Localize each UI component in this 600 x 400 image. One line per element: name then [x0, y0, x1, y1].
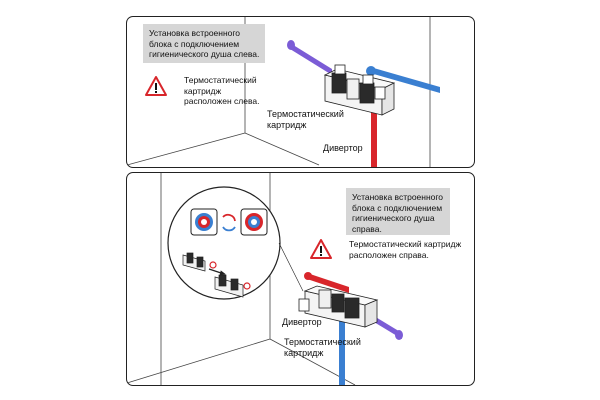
bottom-warning-line-2: расположен справа.	[349, 249, 429, 260]
top-warning-text: Термостатический картридж расположен сле…	[184, 75, 259, 107]
top-warning-line-2: картридж	[184, 85, 222, 96]
bottom-note-line-1: Установка встроенного	[352, 192, 444, 202]
cartridge-face-left	[190, 208, 218, 236]
cartridge-face-right	[240, 208, 268, 236]
bottom-warning-line-1: Термостатический картридж	[349, 239, 462, 249]
valve-block	[323, 64, 396, 116]
hot-water-pipe	[371, 112, 377, 167]
bottom-diverter-label: Дивертор	[282, 317, 322, 327]
bottom-cartridge-label: Термостатический картридж	[284, 337, 361, 358]
top-warning-line-3: расположен слева.	[184, 96, 260, 106]
bottom-cartridge-line-1: Термостатический	[284, 337, 361, 347]
top-cartridge-line-1: Термостатический	[267, 109, 344, 119]
bottom-note-line-4: справа.	[352, 223, 382, 234]
cold-water-pipe	[370, 67, 440, 93]
detail-zoom-circle	[167, 186, 304, 300]
bottom-info-note: Установка встроенного блока с подключени…	[346, 188, 450, 235]
bottom-warning-text: Термостатический картридж расположен спр…	[349, 239, 461, 260]
valve-block	[298, 285, 379, 328]
top-info-note: Установка встроенного блока с подключени…	[143, 24, 265, 63]
top-note-line-1: Установка встроенного	[149, 28, 241, 38]
top-wall-scene	[127, 17, 440, 167]
rotate-arrows-icon	[222, 213, 236, 232]
top-cartridge-line-2: картридж	[267, 119, 307, 130]
top-note-line-3: гигиенического душа слева.	[149, 49, 260, 59]
top-warning-line-1: Термостатический	[184, 75, 257, 85]
top-instruction-panel: Установка встроенного блока с подключени…	[126, 16, 475, 168]
disassembly-sketch	[182, 252, 244, 298]
bottom-wall-scene	[127, 173, 403, 385]
bottom-instruction-panel: Установка встроенного блока с подключени…	[126, 172, 475, 386]
top-cartridge-label: Термостатический картридж	[267, 109, 344, 130]
top-note-line-2: блока с подключением	[149, 38, 240, 49]
hot-water-pipe	[307, 273, 349, 293]
top-diverter-label: Дивертор	[323, 143, 363, 153]
bottom-note-line-3: гигиенического душа	[352, 213, 435, 223]
warning-triangle-icon	[310, 239, 332, 259]
bottom-note-line-2: блока с подключением	[352, 202, 443, 213]
cold-water-pipe	[339, 313, 345, 385]
bottom-cartridge-line-2: картридж	[284, 347, 324, 358]
warning-triangle-icon	[145, 76, 167, 96]
shower-hose-pipe	[290, 43, 332, 75]
